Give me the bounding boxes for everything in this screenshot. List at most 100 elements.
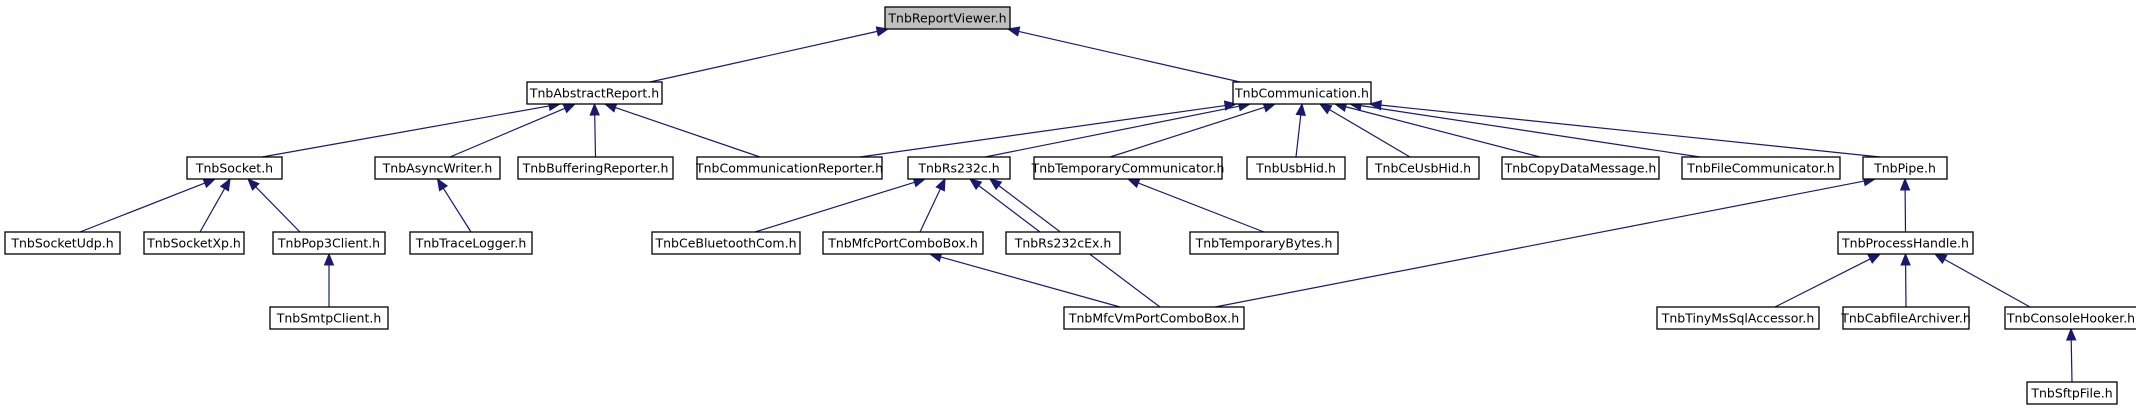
svg-text:TnbMfcPortComboBox.h: TnbMfcPortComboBox.h	[827, 236, 978, 251]
edge-console-hooker-to-process-handle	[1933, 253, 2031, 308]
edge-cabfile-archiver-to-process-handle	[1900, 252, 1911, 308]
node-tnb-ce-bluetooth-com[interactable]: TnbCeBluetoothCom.h	[651, 231, 801, 255]
node-tnb-communication[interactable]: TnbCommunication.h	[1232, 81, 1372, 105]
svg-text:TnbConsoleHooker.h: TnbConsoleHooker.h	[2006, 311, 2135, 326]
edge-trace-logger-to-async-writer	[436, 177, 472, 233]
svg-text:TnbSmtpClient.h: TnbSmtpClient.h	[276, 311, 382, 326]
svg-text:TnbTraceLogger.h: TnbTraceLogger.h	[415, 236, 527, 251]
node-tnb-mfc-vm-port-combo-box[interactable]: TnbMfcVmPortComboBox.h	[1063, 306, 1245, 330]
svg-text:TnbCeUsbHid.h: TnbCeUsbHid.h	[1374, 161, 1471, 176]
svg-text:TnbSocketXp.h: TnbSocketXp.h	[146, 236, 241, 251]
edge-communication-reporter-to-communication	[859, 100, 1238, 158]
edge-rs232c-ex-to-rs232c	[968, 178, 1041, 233]
node-tnb-cabfile-archiver[interactable]: TnbCabfileArchiver.h	[1840, 306, 1971, 330]
svg-text:TnbPipe.h: TnbPipe.h	[1873, 161, 1936, 176]
node-tnb-pipe[interactable]: TnbPipe.h	[1862, 156, 1948, 180]
edge-line	[199, 188, 226, 233]
edge-socket-xp-to-socket	[199, 177, 231, 233]
edge-line	[1345, 106, 1541, 158]
node-tnb-copy-data-message[interactable]: TnbCopyDataMessage.h	[1501, 156, 1660, 180]
node-tnb-process-handle[interactable]: TnbProcessHandle.h	[1837, 231, 1974, 255]
edge-temporary-bytes-to-temporary-communicator	[1126, 178, 1265, 233]
svg-text:TnbReportViewer.h: TnbReportViewer.h	[887, 11, 1006, 26]
node-tnb-temporary-bytes[interactable]: TnbTemporaryBytes.h	[1189, 231, 1339, 255]
svg-text:TnbSftpFile.h: TnbSftpFile.h	[2030, 386, 2112, 401]
edge-abstract-report-to-root	[649, 26, 890, 83]
edge-line	[859, 104, 1226, 158]
arrow-head	[323, 252, 335, 266]
edge-line	[1138, 182, 1265, 233]
node-tnb-tiny-ms-sql-accessor[interactable]: TnbTinyMsSqlAccessor.h	[1656, 306, 1820, 330]
edge-line	[1380, 104, 1881, 158]
svg-text:TnbProcessHandle.h: TnbProcessHandle.h	[1841, 236, 1969, 251]
svg-text:TnbFileCommunicator.h: TnbFileCommunicator.h	[1686, 161, 1834, 176]
arrow-head	[1368, 99, 1382, 111]
node-tnb-mfc-port-combo-box[interactable]: TnbMfcPortComboBox.h	[822, 231, 984, 255]
edge-ce-usb-hid-to-communication	[1318, 103, 1411, 158]
svg-text:TnbCommunicationReporter.h: TnbCommunicationReporter.h	[695, 161, 883, 176]
node-tnb-socket-xp[interactable]: TnbSocketXp.h	[143, 231, 245, 255]
arrow-head	[219, 177, 231, 192]
edge-line	[442, 187, 472, 233]
edge-communication-to-root	[1006, 26, 1241, 83]
edge-tiny-ms-sql-accessor-to-process-handle	[1774, 253, 1882, 308]
edge-line	[261, 105, 550, 158]
node-tnb-ce-usb-hid[interactable]: TnbCeUsbHid.h	[1366, 156, 1480, 180]
node-tnb-console-hooker-box[interactable]: TnbConsoleHooker.h	[2004, 306, 2136, 330]
edge-line	[1214, 180, 1865, 308]
arrow-head	[2065, 327, 2077, 341]
edge-mfc-port-combo-box-to-rs232c	[919, 177, 946, 233]
svg-text:TnbSocketUdp.h: TnbSocketUdp.h	[10, 236, 113, 251]
arrow-head	[1318, 103, 1333, 115]
edge-ce-bluetooth-com-to-rs232c	[754, 177, 927, 233]
node-tnb-communication-reporter[interactable]: TnbCommunicationReporter.h	[695, 156, 883, 180]
edge-line	[984, 105, 1240, 158]
arrow-head	[1900, 252, 1911, 266]
node-tnb-temporary-communicator[interactable]: TnbTemporaryCommunicator.h	[1031, 156, 1225, 180]
edge-sftp-file-to-console-hooker	[2065, 327, 2077, 383]
node-tnb-smtp-client[interactable]: TnbSmtpClient.h	[269, 306, 389, 330]
arrow-head	[247, 178, 260, 191]
node-tnb-abstract-report[interactable]: TnbAbstractReport.h	[526, 81, 663, 105]
edge-line	[2070, 339, 2073, 383]
edge-line	[978, 185, 1041, 233]
edge-line	[255, 186, 301, 233]
edge-usb-hid-to-communication	[1295, 102, 1306, 158]
svg-text:TnbCabfileArchiver.h: TnbCabfileArchiver.h	[1840, 311, 1971, 326]
edge-temporary-communicator-to-communication	[1109, 102, 1277, 158]
svg-text:TnbCopyDataMessage.h: TnbCopyDataMessage.h	[1504, 161, 1657, 176]
node-tnb-file-communicator[interactable]: TnbFileCommunicator.h	[1681, 156, 1841, 180]
svg-text:TnbUsbHid.h: TnbUsbHid.h	[1255, 161, 1336, 176]
edge-mfc-vm-port-combo-box-to-mfc-port-combo-box	[928, 252, 1121, 308]
svg-text:TnbCeBluetoothCom.h: TnbCeBluetoothCom.h	[654, 236, 796, 251]
node-tnb-socket-udp[interactable]: TnbSocketUdp.h	[4, 231, 121, 255]
edge-line	[79, 182, 205, 233]
edge-line	[1360, 105, 1701, 158]
arrow-head	[1126, 178, 1141, 189]
node-tnb-trace-logger[interactable]: TnbTraceLogger.h	[409, 231, 533, 255]
node-tnb-rs232c[interactable]: TnbRs232c.h	[907, 156, 1011, 180]
node-tnb-buffering-reporter[interactable]: TnbBufferingReporter.h	[517, 156, 674, 180]
svg-text:TnbBufferingReporter.h: TnbBufferingReporter.h	[522, 161, 669, 176]
arrow-head	[589, 102, 600, 116]
node-tnb-report-viewer[interactable]: TnbReportViewer.h	[884, 6, 1011, 30]
arrow-head	[935, 177, 946, 192]
edge-line	[1295, 114, 1302, 158]
edge-socket-udp-to-socket	[79, 178, 217, 233]
arrow-head	[968, 178, 983, 191]
node-tnb-sftp-file[interactable]: TnbSftpFile.h	[2026, 381, 2118, 405]
svg-text:TnbTinyMsSqlAccessor.h: TnbTinyMsSqlAccessor.h	[1661, 311, 1815, 326]
node-tnb-async-writer[interactable]: TnbAsyncWriter.h	[374, 156, 501, 180]
node-tnb-rs232c-ex[interactable]: TnbRs232cEx.h	[1005, 231, 1121, 255]
arrow-head	[1006, 26, 1021, 37]
node-tnb-usb-hid[interactable]: TnbUsbHid.h	[1246, 156, 1346, 180]
arrow-head	[436, 177, 449, 192]
node-tnb-socket[interactable]: TnbSocket.h	[186, 156, 283, 180]
edge-line	[1774, 258, 1871, 308]
svg-text:TnbPop3Client.h: TnbPop3Client.h	[277, 236, 380, 251]
arrow-head	[562, 103, 577, 114]
node-tnb-pop3-client[interactable]: TnbPop3Client.h	[272, 231, 386, 255]
edge-file-communicator-to-communication	[1348, 100, 1701, 158]
arrow-head	[1867, 253, 1882, 264]
